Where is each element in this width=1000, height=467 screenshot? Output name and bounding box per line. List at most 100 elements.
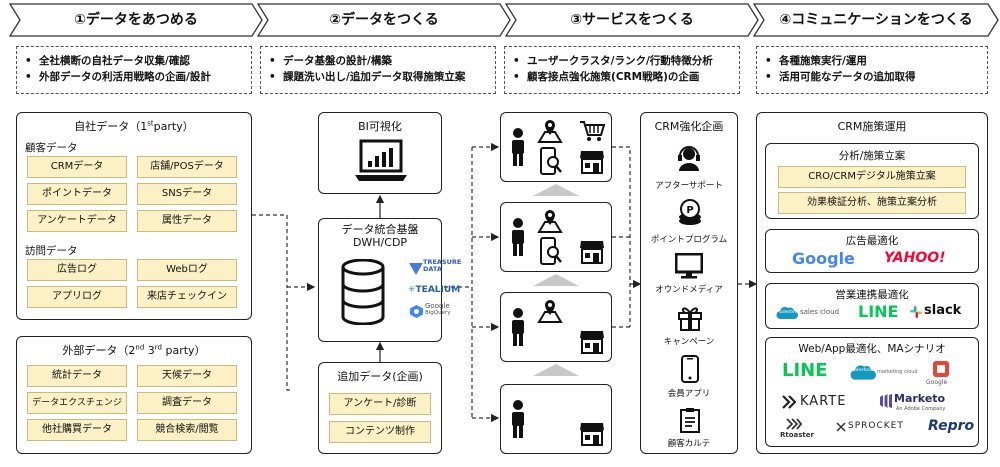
crm-exec-panel: CRM施策運用 分析/施策立案 CRO/CRMデジタル施策立案 効果検証分析、施…	[756, 112, 988, 454]
bi-title: BI可視化	[358, 120, 402, 133]
own-data-title: 自社データ（1stparty）	[74, 119, 194, 133]
map-pin-icon	[537, 120, 563, 143]
tag-cro-crm: CRO/CRMデジタル施策立案	[778, 166, 966, 188]
tealium-logo: ✳TEALIUM	[408, 285, 461, 295]
crm-plan-panel: CRM強化企画 アフターサポート P ポイントプログラム オウンドメディア キャ…	[640, 112, 738, 454]
smartphone-icon	[681, 355, 699, 383]
map-pin-icon	[537, 210, 563, 233]
salesforce-logo: salesforce	[779, 309, 800, 314]
bi-panel: BI可視化	[318, 112, 442, 194]
connector-own-to-merge	[252, 214, 288, 287]
ext-data-title: 外部データ（2nd 3rd party）	[62, 343, 206, 357]
tag-web-log: Webログ	[137, 259, 237, 281]
bullet-mark: •	[765, 71, 772, 83]
tag-survey-data: アンケートデータ	[27, 210, 127, 232]
sales-title: 営業連携最適化	[835, 289, 909, 301]
additional-data-panel: 追加データ(企画) アンケート/診断 コンテンツ制作	[318, 362, 442, 454]
tag-content-production: コンテンツ制作	[329, 421, 431, 443]
connector-services-out	[612, 146, 631, 327]
step-chevron-3	[504, 3, 759, 37]
salesforce-logo: salesforce	[852, 368, 875, 373]
bullet-mark: •	[269, 71, 276, 83]
bullet-mark: •	[25, 71, 32, 83]
headset-support-icon	[678, 146, 700, 171]
slack-icon	[910, 306, 922, 318]
marketo-logo: Marketo	[894, 392, 946, 405]
yahoo-logo: YAHOO!	[884, 250, 946, 266]
own-data-panel: 自社データ（1stparty） 顧客データ CRMデータ 店舗/POSデータ ポ…	[16, 112, 252, 320]
svg-text:P: P	[686, 205, 693, 216]
phone-search-icon	[540, 237, 562, 265]
web-app-title: Web/App最適化、MAシナリオ	[798, 343, 946, 355]
person-icon	[512, 308, 524, 346]
step-bullets-4: • 各種施策実行/運用 • 活用可能なデータの追加取得	[756, 46, 988, 94]
step-bullets-1: • 全社横断の自社データ収集/確認 • 外部データの利活用戦略の企画/設計	[16, 46, 252, 94]
tag-ad-log: 広告ログ	[27, 259, 127, 281]
step-label-3: ③サービスをつくる	[570, 12, 694, 28]
tag-competitor-search: 競合検索/閲覧	[137, 419, 237, 441]
tag-research-data: 調査データ	[137, 392, 237, 414]
step-chevron-2	[256, 3, 511, 37]
caption-customer-chart: 顧客カルテ	[667, 439, 711, 449]
google-cloud-icon	[933, 361, 949, 377]
rank-up-arrow	[533, 274, 579, 286]
tag-weather-data: 天候データ	[137, 365, 237, 387]
bullet-mark: •	[513, 71, 520, 83]
marketo-icon	[880, 394, 892, 408]
service-cluster-4	[500, 384, 612, 454]
step-label-4: ④コミュニケーションをつくる	[779, 12, 973, 28]
tag-sns-data: SNSデータ	[137, 183, 237, 205]
store-icon	[580, 151, 604, 174]
clipboard-icon	[680, 408, 700, 433]
rank-up-arrow	[533, 184, 579, 196]
store-icon	[580, 331, 604, 354]
google-logo: Google	[792, 249, 855, 268]
crm-exec-title: CRM施策運用	[837, 120, 907, 133]
service-cluster-3	[500, 292, 612, 362]
ads-panel: 広告最適化 Google YAHOO!	[765, 229, 979, 273]
sales-cloud-caption: sales cloud	[800, 308, 840, 316]
bigquery-logo-icon	[410, 305, 423, 318]
rtoaster-logo: Rtoaster	[780, 431, 814, 439]
phone-search-icon	[540, 147, 562, 175]
tag-other-purchase: 他社購買データ	[27, 419, 127, 441]
step-bullets-3: • ユーザークラスタ/ランク/行動特徴分析 • 顧客接点強化施策(CRM戦略)の…	[504, 46, 740, 94]
bullet-text: ユーザークラスタ/ランク/行動特徴分析	[527, 55, 713, 67]
step-label-1: ①データをあつめる	[74, 12, 198, 28]
caption-member-app: 会員アプリ	[667, 389, 711, 399]
step-chevrons	[8, 3, 999, 37]
tag-attribute-data: 属性データ	[137, 210, 237, 232]
ext-data-panel: 外部データ（2nd 3rd party） 統計データ 天候データ データエクスチ…	[16, 336, 252, 454]
bullet-text: 活用可能なデータの追加取得	[779, 71, 916, 83]
crm-plan-title: CRM強化企画	[654, 120, 724, 133]
treasure-data-logo-icon	[409, 263, 423, 275]
bullet-mark: •	[513, 55, 520, 67]
marketing-cloud-caption: marketing cloud	[877, 369, 918, 375]
tag-survey-diagnosis: アンケート/診断	[329, 393, 431, 415]
repro-logo: Repro	[928, 418, 975, 434]
analysis-panel: 分析/施策立案 CRO/CRMデジタル施策立案 効果検証分析、施策立案分析	[765, 143, 979, 219]
bullet-text: 全社横断の自社データ収集/確認	[39, 55, 190, 67]
step-chevron-1	[8, 3, 263, 37]
bullet-mark: •	[269, 55, 276, 67]
tag-pos-data: 店舗/POSデータ	[137, 156, 237, 178]
monitor-icon	[675, 253, 703, 279]
line-logo: LINE	[858, 302, 899, 321]
connector-ext-to-merge	[286, 287, 290, 391]
tag-effect-analysis: 効果検証分析、施策立案分析	[778, 192, 966, 214]
ads-title: 広告最適化	[845, 235, 899, 247]
point-coin-icon: P	[679, 199, 701, 225]
rank-up-arrow	[533, 364, 579, 376]
step-chevron-4	[752, 3, 999, 37]
service-cluster-2	[500, 202, 612, 272]
additional-title: 追加データ(企画)	[337, 370, 423, 383]
salesforce-cloud-icon	[850, 365, 876, 380]
person-icon	[512, 128, 524, 166]
marketo-caption: An Adobe Company	[896, 406, 946, 412]
salesforce-cloud-icon	[776, 306, 798, 320]
caption-after-support: アフターサポート	[655, 181, 723, 191]
karte-icon	[782, 395, 796, 409]
shopping-cart-icon	[580, 121, 605, 141]
